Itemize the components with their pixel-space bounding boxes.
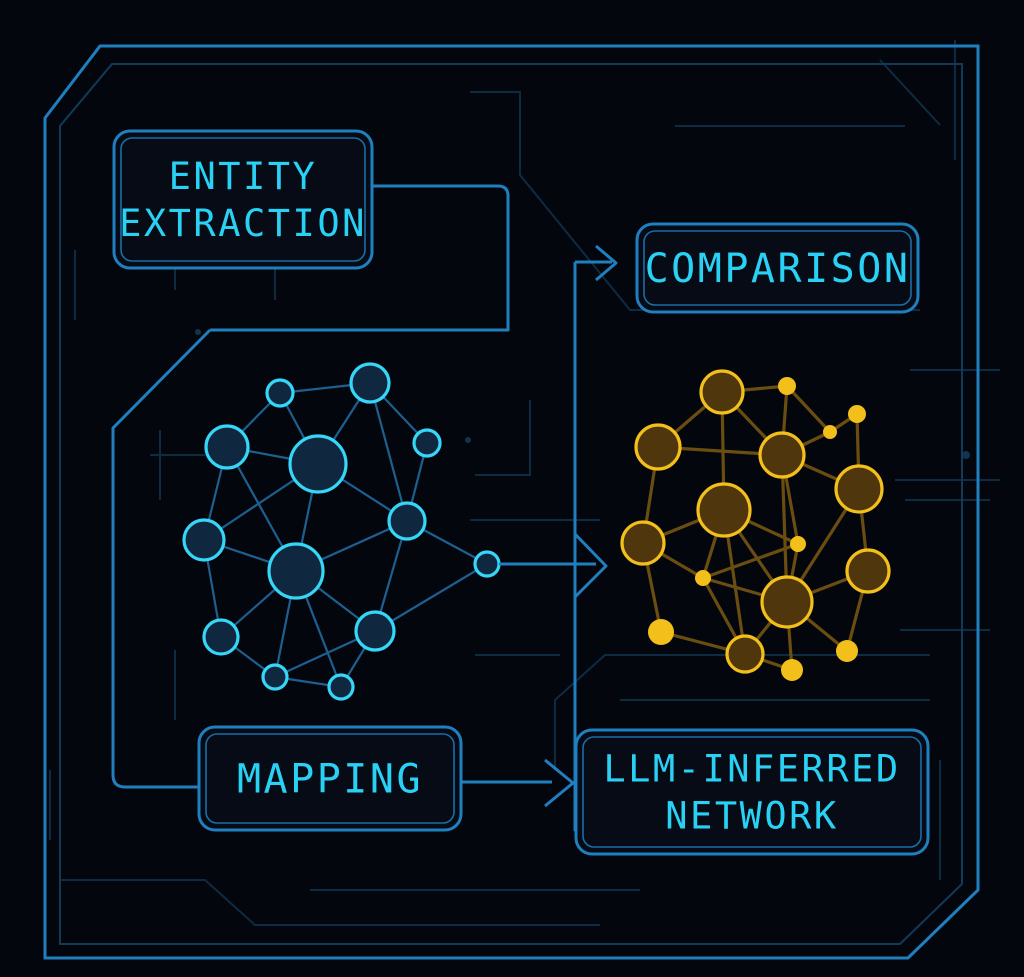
decor-dot-4 [195,329,201,335]
connector-entity-to-mapping [111,328,212,789]
network-node[interactable] [354,610,396,652]
source-network-nodes [182,362,501,701]
network-node[interactable] [265,378,295,408]
network-node[interactable] [758,431,806,479]
label-box-inner-outline [582,736,922,848]
network-node[interactable] [182,518,226,562]
arrowhead-to-llm [544,758,575,808]
label-box-text: EXTRACTION [119,202,367,245]
network-node-dot[interactable] [695,570,711,586]
label-box-outline [635,222,920,314]
network-node[interactable] [202,618,240,656]
network-edge [701,542,800,580]
network-node[interactable] [699,369,745,415]
label-box-outline [574,728,930,856]
network-node[interactable] [261,663,289,691]
network-node[interactable] [634,423,682,471]
network-node-dot[interactable] [848,405,866,423]
network-node-dot[interactable] [790,536,806,552]
network-edge [373,562,489,633]
label-box-text: NETWORK [665,794,838,837]
network-node[interactable] [349,362,391,404]
label-box-comparison[interactable]: COMPARISON [635,222,920,314]
label-box-text: ENTITY [169,155,318,198]
network-node[interactable] [267,542,325,600]
network-node-dot[interactable] [781,659,803,681]
label-box-outline [197,725,463,832]
network-node[interactable] [327,673,355,701]
label-box-outline [112,129,374,270]
label-box-text: MAPPING [237,757,423,803]
label-box-mapping[interactable]: MAPPING [197,725,463,832]
network-node[interactable] [760,575,814,629]
network-node-dot[interactable] [778,377,796,395]
decor-dot-1 [465,437,471,443]
network-node[interactable] [834,464,884,514]
decor-trace-10 [475,400,531,476]
network-node[interactable] [725,634,765,674]
label-box-inner-outline [120,137,366,262]
network-node[interactable] [696,482,752,538]
network-node[interactable] [387,501,427,541]
network-node[interactable] [845,548,891,594]
label-box-text: COMPARISON [645,246,911,292]
network-node-dot[interactable] [648,619,674,645]
network-edge [785,384,832,434]
hud-frame-inner [59,63,963,945]
label-box-inner-outline [643,230,912,306]
label-box-text: LLM-INFERRED [603,747,900,790]
network-node-dot[interactable] [823,425,837,439]
network-node-dot[interactable] [836,640,858,662]
decor-trace-13 [554,654,930,770]
inferred-network-nodes [620,369,891,681]
hud-frame-outer [43,44,980,960]
connector-entity-to-comparison [210,184,510,332]
arrowhead-to-gold-network [573,532,608,599]
network-edge [368,381,409,523]
network-node[interactable] [620,520,666,566]
network-node[interactable] [288,434,348,494]
decor-trace-19 [60,879,600,926]
label-box-inner-outline [205,733,455,824]
decor-trace-4 [879,59,941,126]
decor-dot-2 [962,451,970,459]
network-node[interactable] [412,428,442,458]
arrowhead-to-comparison [595,244,618,282]
network-node[interactable] [204,424,250,470]
